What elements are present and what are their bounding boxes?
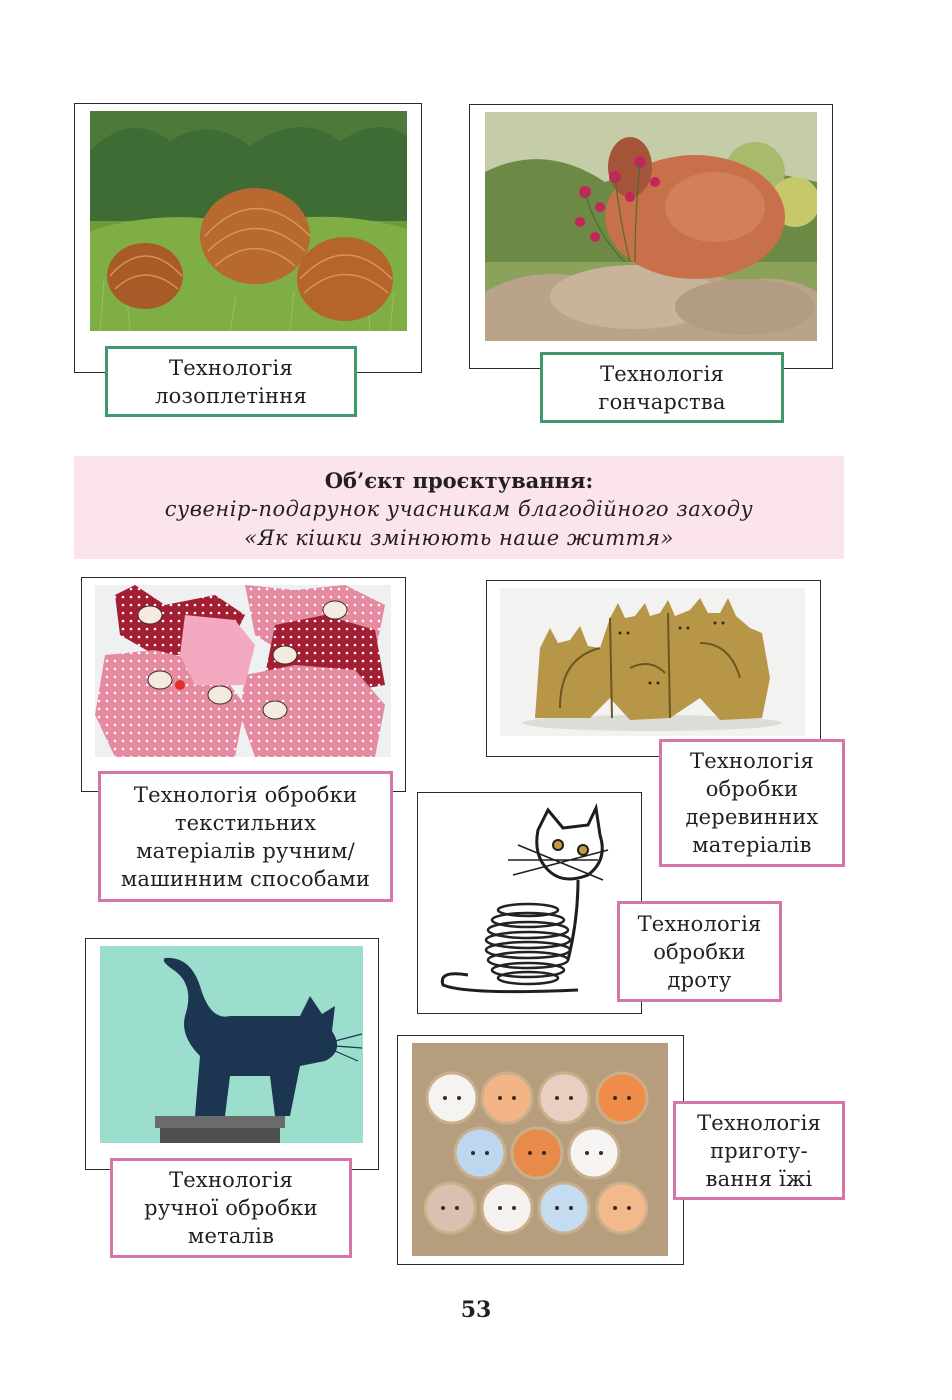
caption-textile: Технологія обробки текстильних матеріалі… <box>98 771 393 902</box>
banner-line-1: сувенір-подарунок учасникам благодійного… <box>164 497 754 521</box>
banner-title: Об’єкт проєктування: <box>324 468 594 493</box>
wicker-balls-photo <box>90 111 407 331</box>
clay-pot-photo <box>485 112 817 341</box>
wooden-cats-photo <box>500 588 805 736</box>
metal-cat-photo <box>100 946 363 1143</box>
cat-cookies-photo <box>412 1043 668 1256</box>
caption-wicker: Технологія лозоплетіння <box>105 346 357 417</box>
caption-pottery: Технологія гончарства <box>540 352 784 423</box>
page-number: 53 <box>460 1297 492 1323</box>
caption-metal: Технологія ручної обробки металів <box>110 1158 352 1258</box>
banner-line-2: «Як кішки змінюють наше життя» <box>244 526 674 550</box>
caption-wire: Технологія обробки дроту <box>617 901 782 1002</box>
textile-cats-photo <box>95 585 391 757</box>
caption-wood: Технологія обробки деревинних матеріалів <box>659 739 845 867</box>
wire-cat-photo <box>428 800 628 1000</box>
caption-food: Технологія приготу- вання їжі <box>673 1101 845 1200</box>
design-object-banner: Об’єкт проєктування: сувенір-подарунок у… <box>74 456 844 559</box>
